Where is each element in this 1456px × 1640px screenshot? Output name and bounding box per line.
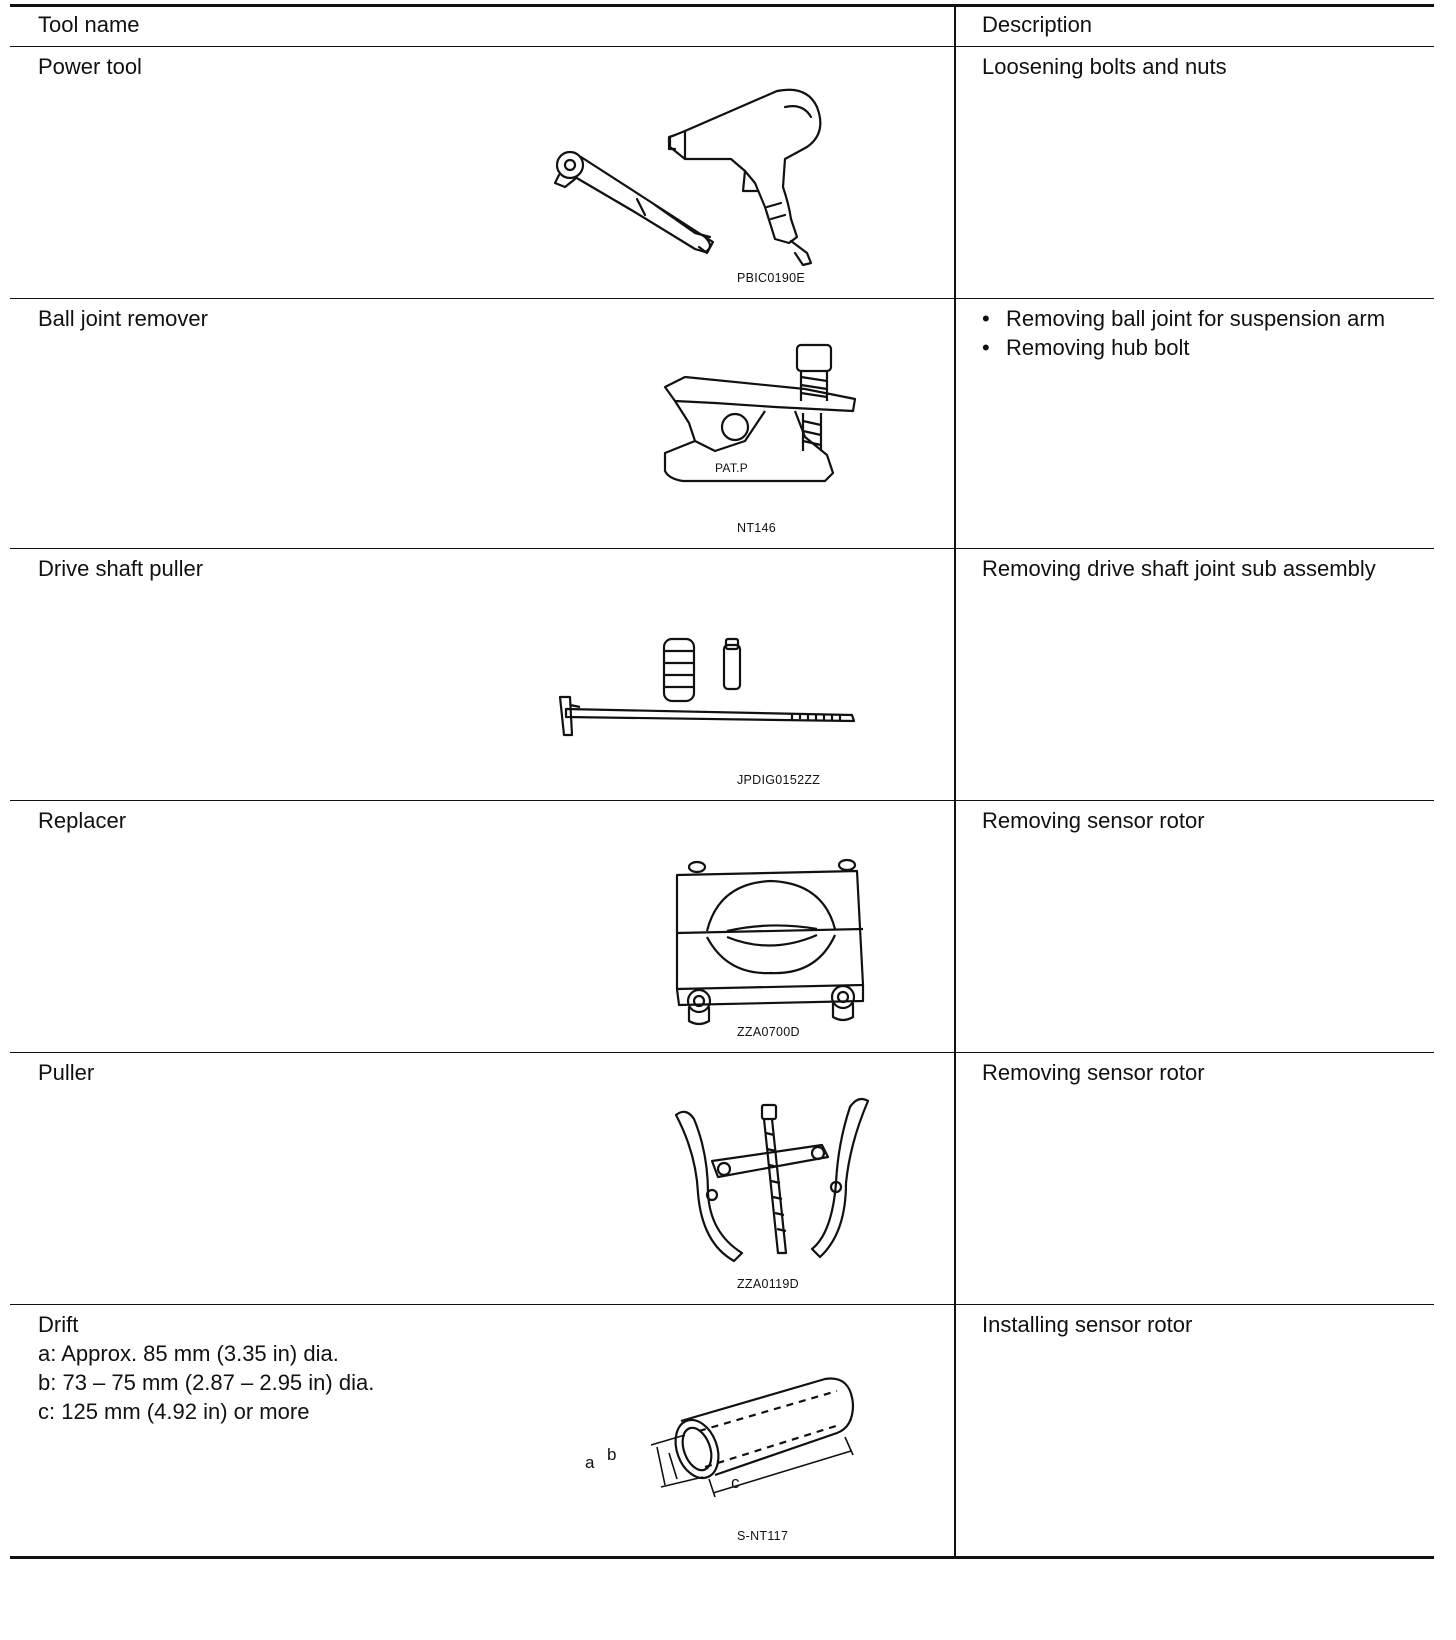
figure-code: ZZA0119D <box>737 1277 799 1291</box>
power-tool-illustration <box>553 88 822 267</box>
column-divider <box>954 1305 956 1557</box>
dimension-label-c: c <box>731 1473 740 1492</box>
spec-c: c: 125 mm (4.92 in) or more <box>38 1399 310 1424</box>
tool-name: Power tool <box>38 54 142 79</box>
figure-code: ZZA0700D <box>737 1025 800 1039</box>
table-row: Power tool Loosening bolts and nuts PBIC… <box>10 46 1434 299</box>
drift-illustration <box>650 1377 855 1498</box>
column-divider <box>954 47 956 299</box>
table-row: Puller Removing sensor rotor ZZA0119D <box>10 1052 1434 1305</box>
table-bottom-rule <box>10 1556 1434 1559</box>
description-bullet: Removing ball joint for suspension arm <box>982 304 1422 333</box>
tool-name-block: Drift a: Approx. 85 mm (3.35 in) dia. b:… <box>38 1310 374 1426</box>
column-divider <box>954 549 956 801</box>
table-row: Drift a: Approx. 85 mm (3.35 in) dia. b:… <box>10 1304 1434 1557</box>
column-divider <box>954 4 956 46</box>
figure-code: NT146 <box>737 521 777 535</box>
tool-description: Removing sensor rotor <box>982 1060 1205 1085</box>
column-divider <box>954 1053 956 1305</box>
description-bullet: Removing hub bolt <box>982 333 1422 362</box>
tool-name: Drive shaft puller <box>38 556 204 581</box>
column-divider <box>954 299 956 549</box>
tool-description: Installing sensor rotor <box>982 1312 1193 1337</box>
tool-name: Drift <box>38 1312 79 1337</box>
spec-b: b: 73 – 75 mm (2.87 – 2.95 in) dia. <box>38 1370 375 1395</box>
table-top-rule <box>10 4 1434 7</box>
ball-joint-remover-illustration <box>663 343 857 483</box>
spec-a: a: Approx. 85 mm (3.35 in) dia. <box>38 1341 339 1366</box>
tool-description: Loosening bolts and nuts <box>982 54 1227 79</box>
puller-illustration <box>674 1097 870 1263</box>
figure-code: PBIC0190E <box>737 271 806 285</box>
tool-name: Replacer <box>38 808 127 833</box>
figure-code: JPDIG0152ZZ <box>737 773 821 787</box>
tool-description: Removing sensor rotor <box>982 808 1205 833</box>
table-header-row: Tool name Description <box>10 4 1434 46</box>
header-tool-name: Tool name <box>38 12 140 37</box>
stamp-label: PAT.P <box>715 461 749 475</box>
dimension-label-b: b <box>607 1445 617 1464</box>
table-row: Drive shaft puller Removing drive shaft … <box>10 548 1434 801</box>
table-row: Replacer Removing sensor rotor ZZA0700D <box>10 800 1434 1053</box>
dimension-label-a: a <box>585 1453 595 1472</box>
tool-name: Puller <box>38 1060 95 1085</box>
table-row: Ball joint remover Removing ball joint f… <box>10 298 1434 549</box>
column-divider <box>954 801 956 1053</box>
figure-code: S-NT117 <box>737 1529 789 1543</box>
tool-name: Ball joint remover <box>38 306 208 331</box>
tool-description: Removing ball joint for suspension arm R… <box>982 304 1422 362</box>
replacer-illustration <box>675 858 865 1026</box>
header-description: Description <box>982 12 1093 37</box>
tool-description: Removing drive shaft joint sub assembly <box>982 556 1376 581</box>
drive-shaft-puller-illustration <box>558 637 856 737</box>
